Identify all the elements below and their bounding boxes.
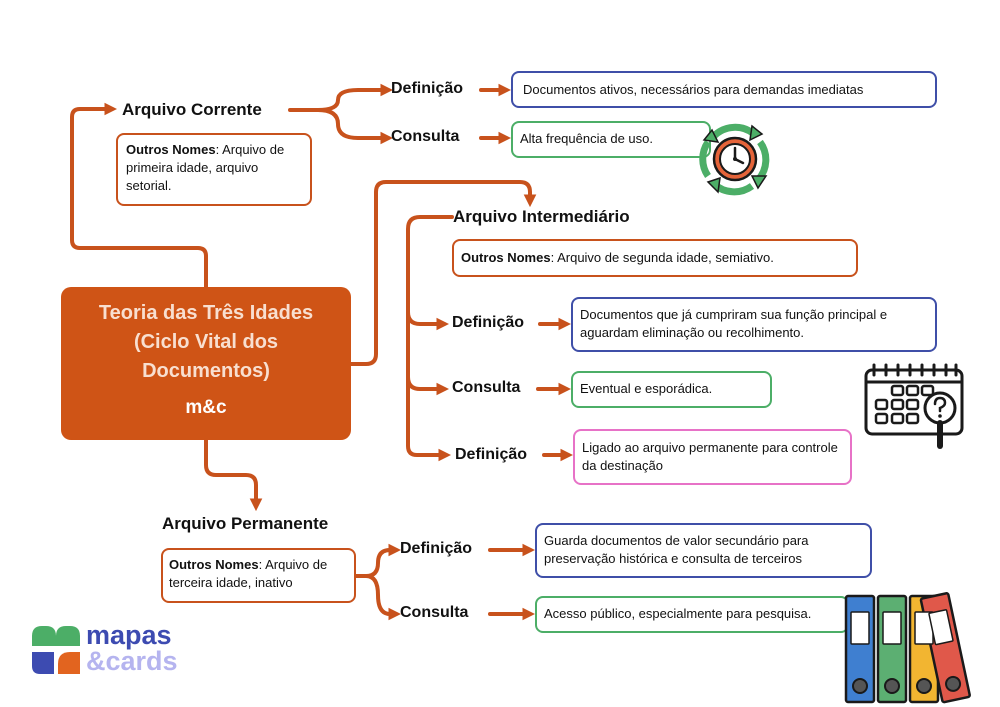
logo-line-1: mapas	[86, 620, 172, 650]
intermediario-title: Arquivo Intermediário	[453, 207, 630, 226]
intermediario-consulta-box: Eventual e esporádica.	[571, 371, 772, 408]
central-topic-node: Teoria das Três Idades (Ciclo Vital dos …	[61, 287, 351, 440]
intermediario-definicao2-box: Ligado ao arquivo permanente para contro…	[573, 429, 852, 485]
intermediario-outros-box: Outros Nomes: Arquivo de segunda idade, …	[452, 239, 858, 277]
connector-intermediario-trunk	[406, 215, 454, 462]
central-title-line: Documentos)	[142, 360, 270, 382]
corrente-outros-label: Outros Nomes	[126, 142, 216, 157]
binders-icon	[844, 592, 971, 704]
permanente-outros-box: Outros Nomes: Arquivo de terceira idade,…	[161, 548, 356, 603]
intermediario-definicao-label: Definição	[452, 314, 525, 331]
permanente-consulta-box: Acesso público, especialmente para pesqu…	[535, 596, 849, 633]
connector-central-permanente	[204, 438, 263, 512]
corrente-title: Arquivo Corrente	[122, 100, 262, 119]
permanente-title: Arquivo Permanente	[162, 514, 329, 533]
connector-central-corrente	[70, 102, 208, 289]
mapas-cards-logo-icon	[32, 626, 80, 674]
intermediario-outros-label: Outros Nomes	[461, 250, 551, 265]
permanente-consulta-label: Consulta	[400, 604, 469, 621]
permanente-definicao-text: Guarda documentos de valor secundário pa…	[544, 533, 809, 566]
corrente-consulta-box: Alta frequência de uso.	[511, 121, 711, 158]
corrente-definicao-text: Documentos ativos, necessários para dema…	[523, 82, 864, 97]
permanente-outros-label: Outros Nomes	[169, 557, 259, 572]
connector-permanente-definicao	[364, 543, 402, 578]
mapas-cards-logo-text: mapas &cards	[86, 620, 178, 676]
central-brand: m&c	[185, 397, 227, 418]
corrente-definicao-box: Documentos ativos, necessários para dema…	[511, 71, 937, 108]
intermediario-definicao-text: Documentos que já cumpriram sua função p…	[580, 307, 888, 340]
intermediario-outros-text: : Arquivo de segunda idade, semiativo.	[550, 250, 774, 265]
calendar-question-icon	[864, 363, 964, 449]
corrente-consulta-label: Consulta	[391, 128, 460, 145]
corrente-consulta-text: Alta frequência de uso.	[520, 131, 653, 146]
intermediario-consulta-text: Eventual e esporádica.	[580, 381, 713, 396]
connector-intermediario-consulta	[406, 375, 450, 396]
intermediario-definicao2-label: Definição	[455, 446, 528, 463]
permanente-definicao-label: Definição	[400, 540, 473, 557]
connector-permanente-consulta	[364, 574, 402, 621]
logo-line-2: &cards	[86, 646, 178, 676]
connector-central-intermediario	[349, 180, 537, 366]
connector-corrente-consulta	[316, 108, 394, 145]
connector-intermediario-definicao	[406, 310, 450, 331]
central-title-line: Teoria das Três Idades	[98, 302, 314, 324]
clock-cycle-icon	[699, 123, 770, 196]
permanente-outros-text: : Arquivo de terceira idade, inativo	[169, 557, 328, 590]
corrente-definicao-label: Definição	[391, 80, 464, 97]
intermediario-definicao-box: Documentos que já cumpriram sua função p…	[571, 297, 937, 352]
intermediario-definicao2-text: Ligado ao arquivo permanente para contro…	[582, 440, 838, 473]
corrente-outros-box: Outros Nomes: Arquivo de primeira idade,…	[116, 133, 312, 206]
permanente-consulta-text: Acesso público, especialmente para pesqu…	[544, 606, 812, 621]
connector-corrente-definicao	[288, 83, 394, 112]
central-title-line: (Ciclo Vital dos	[133, 331, 279, 353]
permanente-definicao-box: Guarda documentos de valor secundário pa…	[535, 523, 872, 578]
corrente-outros-text: : Arquivo de primeira idade, arquivo set…	[126, 142, 285, 193]
intermediario-consulta-label: Consulta	[452, 379, 521, 396]
